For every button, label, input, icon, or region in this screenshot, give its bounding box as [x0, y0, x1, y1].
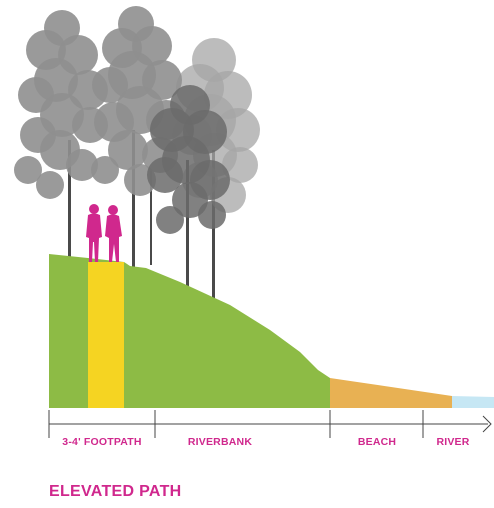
chevron-right-icon [482, 415, 492, 433]
zone-label-footpath: 3-4' FOOTPATH [62, 436, 141, 448]
beach-slope [330, 378, 452, 408]
tree-silhouette-icon [147, 85, 230, 295]
ground-section [49, 254, 494, 408]
zone-label-beach: BEACH [358, 436, 396, 448]
zone-labels: 3-4' FOOTPATH RIVERBANK BEACH RIVER [62, 436, 469, 448]
footpath-strip [88, 262, 124, 408]
zone-label-riverbank: RIVERBANK [188, 436, 252, 448]
trees-group [14, 6, 260, 300]
couple-walking-icon [86, 204, 122, 262]
zone-scale [48, 410, 492, 438]
tree-silhouette-icon [91, 6, 186, 270]
river-water [452, 396, 494, 408]
zone-label-river: RIVER [436, 436, 469, 448]
diagram-caption: ELEVATED PATH [49, 483, 182, 500]
